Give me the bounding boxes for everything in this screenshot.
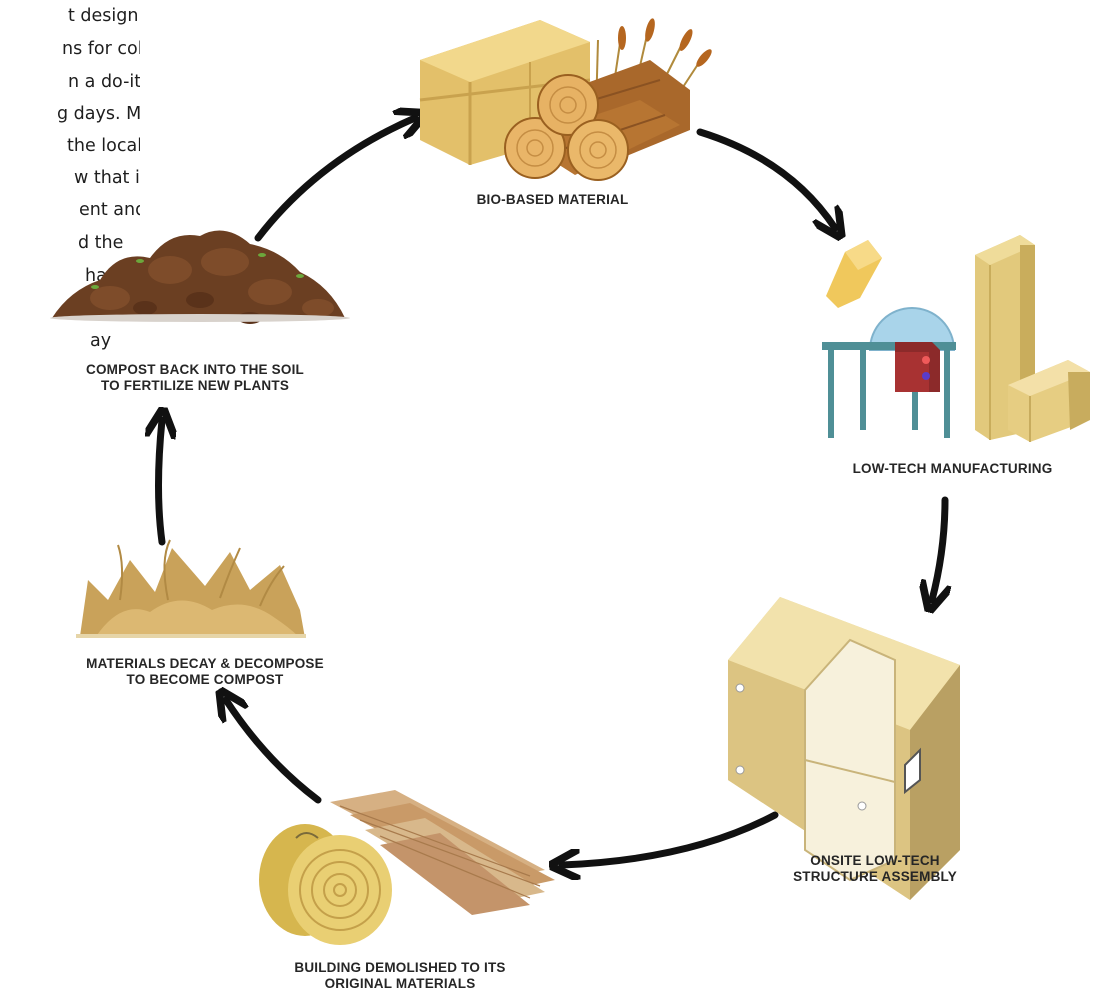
paragraph-line: g days. My [57,104,140,124]
soil-pile-icon [50,230,350,324]
label-line: BIO-BASED MATERIAL [476,192,629,207]
label-line: TO BECOME COMPOST [126,672,284,687]
label-line: COMPOST BACK INTO THE SOIL [86,362,304,377]
arrow-assembly-to-demolish [562,811,779,865]
paragraph-line: n a do-it- [68,72,140,92]
cycle-arrows [159,118,946,865]
stage-label-building-demolished: BUILDING DEMOLISHED TO ITS ORIGINAL MATE… [240,960,560,992]
paragraph-line: w that is [74,168,140,188]
workbench-and-panels-icon [822,235,1090,442]
stage-label-low-tech-manufacturing: LOW-TECH MANUFACTURING [815,461,1090,477]
stage-label-bio-based-material: BIO-BASED MATERIAL [445,192,660,208]
paragraph-line: ns for cold [62,39,140,59]
label-line: MATERIALS DECAY & DECOMPOSE [86,656,324,671]
arrow-demolish-to-decay [226,700,322,804]
paragraph-line: ay [90,331,112,351]
hay-roll-and-planks-icon [259,790,555,945]
stage-label-onsite-assembly: ONSITE LOW-TECH STRUCTURE ASSEMBLY [750,853,1000,885]
paragraph-line: d the [78,233,124,253]
cropped-paragraph: t design ns for cold n a do-it- g days. … [0,0,140,360]
paragraph-line: ent and [79,200,140,220]
arrow-compost-to-bio [254,118,415,242]
stage-label-materials-decay: MATERIALS DECAY & DECOMPOSE TO BECOME CO… [40,656,370,688]
arrow-mfg-to-assembly [932,496,945,600]
arrow-bio-to-mfg [696,128,835,228]
label-line: ONSITE LOW-TECH [810,853,940,868]
stage-label-compost-back-into-soil: COMPOST BACK INTO THE SOIL TO FERTILIZE … [35,362,355,394]
arrow-decay-to-compost [159,420,163,546]
paragraph-line: the local [67,136,140,156]
dry-grass-icon [76,539,306,638]
label-line: BUILDING DEMOLISHED TO ITS [294,960,506,975]
hay-bales-and-logs-icon [419,18,712,181]
label-line: ORIGINAL MATERIALS [324,976,476,991]
label-line: TO FERTILIZE NEW PLANTS [100,378,290,393]
modular-house-icon [728,597,960,900]
paragraph-line: t design [68,6,139,26]
label-line: STRUCTURE ASSEMBLY [793,869,957,884]
label-line: LOW-TECH MANUFACTURING [852,461,1053,476]
